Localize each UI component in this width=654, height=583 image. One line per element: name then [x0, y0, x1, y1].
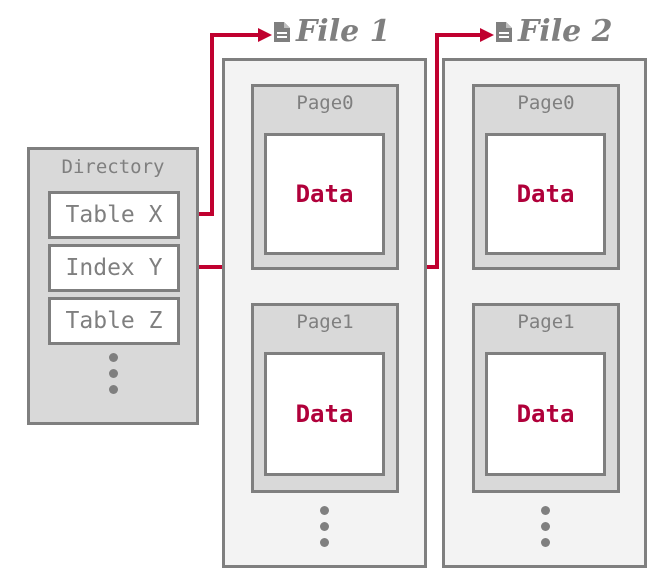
ellipsis-dot [541, 506, 550, 515]
ellipsis-dot [320, 538, 329, 547]
directory-label: Directory [61, 156, 165, 178]
ellipsis-dot [109, 385, 118, 394]
ellipsis-dot [541, 538, 550, 547]
file-2-page-1-data: Data [485, 352, 606, 476]
ellipsis-dot [109, 369, 118, 378]
file-title-text: File 2 [518, 14, 613, 49]
file-1-title: File 1 [272, 14, 391, 49]
ellipsis-dot [320, 522, 329, 531]
file-2-title: File 2 [494, 14, 613, 49]
page-label: Page1 [296, 311, 354, 333]
directory-item-index-y: Index Y [48, 244, 180, 292]
page-label: Page0 [517, 92, 575, 114]
ellipsis-dot [541, 522, 550, 531]
directory-item-table-z: Table Z [48, 297, 180, 345]
ellipsis-dot [320, 506, 329, 515]
page-label: Page0 [296, 92, 354, 114]
file-1-page-0-data: Data [264, 133, 385, 255]
file-title-text: File 1 [296, 14, 391, 49]
directory-item-table-x: Table X [48, 191, 180, 239]
file-1-page-1-data: Data [264, 352, 385, 476]
file-icon [274, 21, 290, 42]
page-label: Page1 [517, 311, 575, 333]
ellipsis-dot [109, 353, 118, 362]
arrowhead-file-1 [258, 28, 272, 42]
arrowhead-file-2 [480, 28, 494, 42]
file-icon [496, 21, 512, 42]
file-2-page-0-data: Data [485, 133, 606, 255]
